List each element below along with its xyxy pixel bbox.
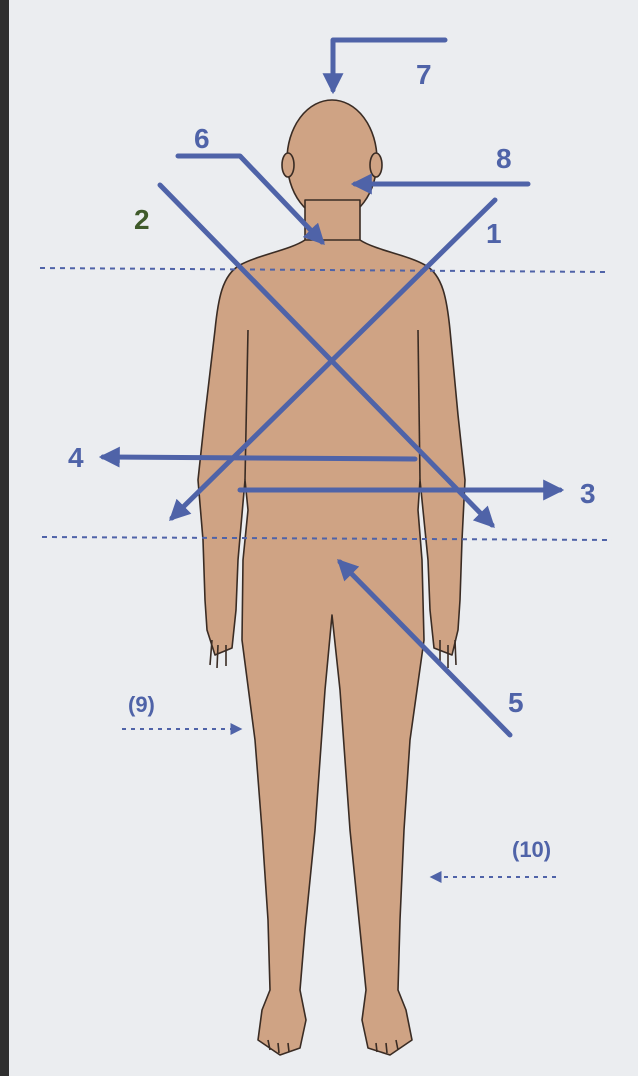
label-7: 7 <box>416 59 432 90</box>
label-1: 1 <box>486 218 502 249</box>
label-8: 8 <box>496 143 512 174</box>
arrow-4 <box>103 457 415 459</box>
human-body-figure <box>198 100 465 1055</box>
label-10: (10) <box>512 837 551 862</box>
label-5: 5 <box>508 687 524 718</box>
label-4: 4 <box>68 442 84 473</box>
label-6: 6 <box>194 123 210 154</box>
left-ear <box>282 153 294 177</box>
label-2: 2 <box>134 204 150 235</box>
label-9: (9) <box>128 692 155 717</box>
label-3: 3 <box>580 478 596 509</box>
left-edge-strip <box>0 0 9 1076</box>
right-ear <box>370 153 382 177</box>
